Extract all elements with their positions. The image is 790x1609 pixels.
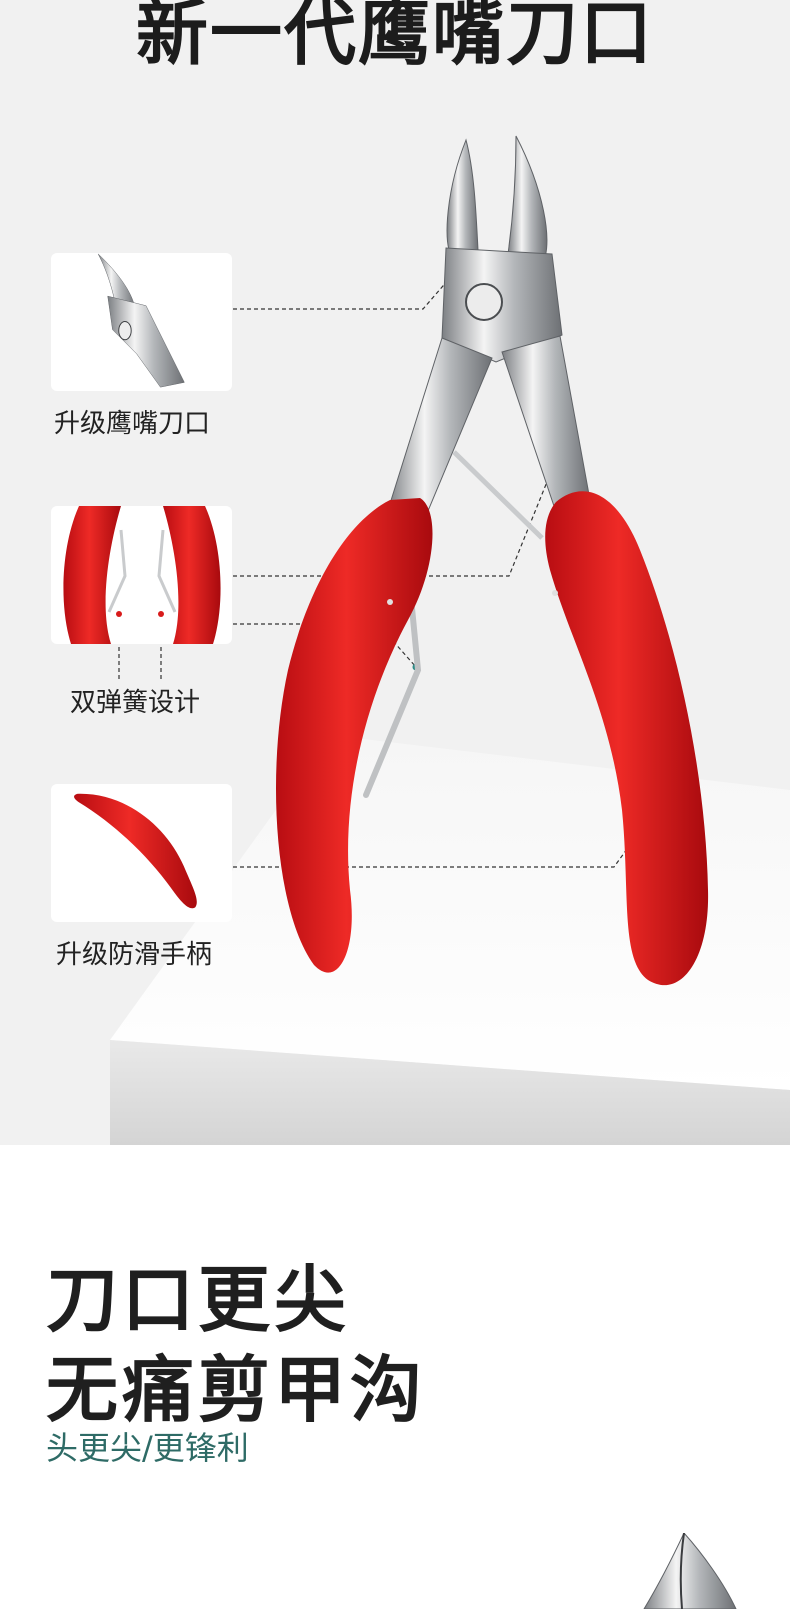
- nail-clipper-product: [275, 135, 709, 986]
- section-subheading: 头更尖/更锋利: [46, 1429, 249, 1467]
- hero-title: 新一代鹰嘴刀口: [135, 0, 654, 75]
- feature-label-spring: 双弹簧设计: [70, 688, 201, 718]
- feature-thumb-blade: [51, 253, 232, 391]
- feature-thumb-spring: [51, 506, 232, 644]
- section-heading-line1: 刀口更尖: [46, 1258, 351, 1342]
- hero-section: 新一代鹰嘴刀口: [0, 0, 790, 1145]
- blade-closeup-icon: [97, 253, 185, 388]
- handle-closeup-icon: [74, 793, 197, 909]
- section-heading-line2: 无痛剪甲沟: [46, 1348, 427, 1432]
- feature-label-handle: 升级防滑手柄: [56, 940, 213, 970]
- double-spring-closeup-icon: [63, 506, 221, 644]
- feature-label-blade: 升级鹰嘴刀口: [54, 409, 211, 439]
- feature-thumb-handle: [51, 784, 232, 922]
- blade-tip-icon: [643, 1533, 737, 1609]
- sharp-tip-section: 刀口更尖 无痛剪甲沟 头更尖/更锋利: [0, 1145, 790, 1609]
